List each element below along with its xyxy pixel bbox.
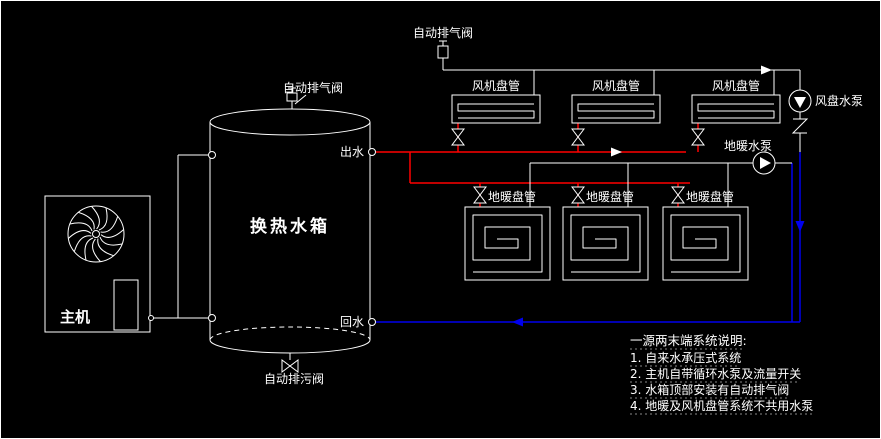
fan-pump-icon	[788, 89, 812, 113]
system-air-valve-icon	[437, 40, 449, 59]
note-item: 4. 地暖及风机盘管系统不共用水泵	[630, 398, 813, 413]
outlet-port	[368, 148, 376, 156]
notes-title: 一源两末端系统说明:	[630, 333, 747, 348]
tank-port	[208, 314, 216, 322]
drain-valve-icon	[281, 353, 299, 373]
pumps: 风盘水泵 地暖水泵	[724, 89, 863, 175]
fan-coil-label: 风机盘管	[712, 78, 760, 93]
floor-coil-label: 地暖盘管	[686, 189, 734, 204]
fan-coil-label: 风机盘管	[472, 78, 520, 93]
floor-pump-icon	[752, 151, 776, 175]
floor-coil-label: 地暖盘管	[488, 189, 536, 204]
note-item: 3. 水箱顶部安装有自动排气阀	[630, 382, 789, 397]
return-port	[368, 318, 376, 326]
tank-air-valve-label: 自动排气阀	[283, 80, 343, 95]
floor-pump-label: 地暖水泵	[724, 139, 772, 153]
floor-coil-label: 地暖盘管	[586, 189, 634, 204]
return-label: 回水	[340, 315, 364, 329]
main-unit: 主机	[44, 154, 208, 333]
check-valve-icon	[791, 118, 809, 134]
fan-pump-label: 风盘水泵	[815, 93, 863, 108]
outlet-label: 出水	[340, 145, 364, 159]
tank-label: 换热水箱	[250, 216, 330, 237]
tank-port	[208, 151, 216, 159]
drain-valve-label: 自动排污阀	[264, 372, 324, 386]
header-pipes	[442, 58, 801, 207]
note-item: 2. 主机自带循环水泵及流量开关	[630, 367, 801, 381]
fan-coil-label: 风机盘管	[592, 78, 640, 93]
tank-air-valve-icon	[286, 87, 307, 109]
notes: 一源两末端系统说明: 1. 自来水承压式系统 2. 主机自带循环水泵及流量开关 …	[630, 333, 813, 415]
fan-icon	[67, 205, 125, 263]
main-unit-label: 主机	[60, 308, 90, 326]
floor-heating-units: 地暖盘管 地暖盘管 地暖盘管	[464, 186, 749, 281]
return-pipes	[376, 152, 801, 323]
note-item: 1. 自来水承压式系统	[630, 351, 741, 365]
main-unit-tank-pipes	[151, 154, 208, 319]
heat-exchange-tank: 换热水箱 自动排气阀 自动排污阀 出水 回水	[208, 80, 376, 386]
fan-coil-units: 风机盘管 风机盘管 风机盘管	[451, 78, 781, 146]
system-air-valve-label: 自动排气阀	[413, 25, 473, 40]
main-unit-port	[148, 315, 154, 321]
